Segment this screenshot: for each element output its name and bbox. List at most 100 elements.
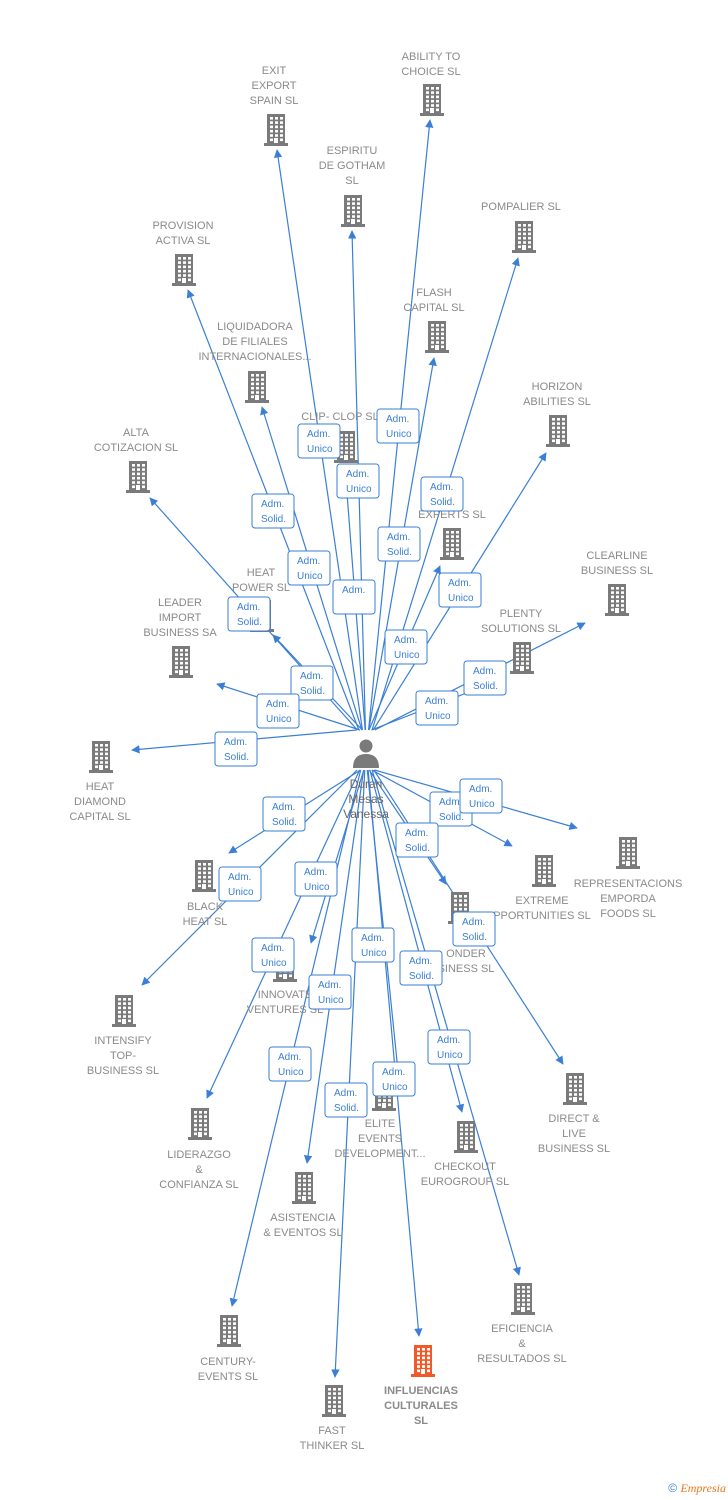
company-node-pompalier[interactable]: POMPALIER SL — [481, 201, 561, 253]
role-badge[interactable]: Adm.Solid. — [420, 476, 464, 512]
badge-text-line: Unico — [346, 484, 372, 495]
role-badge[interactable]: Adm.Unico — [287, 550, 331, 586]
badge-text-line: Adm. — [346, 469, 369, 480]
person-icon — [353, 739, 379, 768]
company-label-line: & — [195, 1164, 203, 1176]
badge-text: Adm.Solid. — [430, 482, 455, 508]
role-badge[interactable]: Adm.Unico — [427, 1029, 471, 1065]
company-node-asistencia[interactable]: ASISTENCIA& EVENTOS SL — [263, 1172, 343, 1239]
role-badge[interactable]: Adm.Unico — [256, 693, 300, 729]
badge-box — [372, 1061, 416, 1097]
badge-text-line: Solid. — [272, 817, 297, 828]
company-node-century[interactable]: CENTURY-EVENTS SL — [198, 1315, 259, 1383]
role-badge[interactable]: Adm.Unico — [351, 927, 395, 963]
role-badge[interactable]: Adm. Unico — [336, 463, 380, 499]
role-badge[interactable]: Adm.Unico — [372, 1061, 416, 1097]
building-icon — [292, 1172, 316, 1204]
role-badge[interactable]: Adm.Solid. — [262, 796, 306, 832]
company-label-line: ONDER — [446, 948, 486, 960]
building-icon — [616, 837, 640, 869]
role-badge[interactable]: Adm. — [332, 579, 376, 615]
role-badge[interactable]: Adm.Solid. — [395, 822, 439, 858]
badge-text-line: Adm. — [405, 828, 428, 839]
role-badge[interactable]: Adm.Solid. — [452, 911, 496, 947]
badge-text: Adm.Solid. — [272, 802, 297, 828]
company-label-line: CULTURALES — [384, 1400, 458, 1412]
role-badge[interactable]: Adm.Unico — [384, 629, 428, 665]
role-badge[interactable]: Adm.Solid. — [463, 660, 507, 696]
role-badge[interactable]: Adm.Unico — [268, 1046, 312, 1082]
footer-brand[interactable]: © Empresia — [668, 1481, 726, 1496]
role-badge[interactable]: Adm.Solid. — [227, 596, 271, 632]
role-badge[interactable]: Adm.Unico — [415, 690, 459, 726]
badge-box — [427, 1029, 471, 1065]
company-label-line: IMPORT — [159, 612, 202, 624]
company-label-line: COTIZACION SL — [94, 442, 178, 454]
role-badge[interactable]: Adm.Solid. — [290, 665, 334, 701]
company-label-line: PLENTY — [500, 608, 543, 620]
role-badge[interactable]: Adm.Unico — [251, 937, 295, 973]
role-badge[interactable]: Adm.Solid. — [251, 493, 295, 529]
badge-text: Adm.Solid. — [462, 917, 487, 943]
company-label-line: DE FILIALES — [222, 336, 287, 348]
company-label-line: POMPALIER SL — [481, 201, 561, 213]
badge-text: Adm.Unico — [382, 1067, 408, 1093]
building-icon — [532, 855, 556, 887]
role-badge[interactable]: Adm.Solid. — [377, 526, 421, 562]
company-node-eficiencia[interactable]: EFICIENCIA&RESULTADOS SL — [477, 1283, 567, 1365]
role-badge[interactable]: Adm.Unico — [459, 778, 503, 814]
person-name-line: Mesas — [348, 792, 383, 806]
company-node-clip-clop[interactable]: CLIP- CLOP SL — [301, 411, 379, 463]
company-label-line: BUSINESS SL — [581, 565, 653, 577]
company-label-line: EMPORDA — [600, 893, 656, 905]
role-badge[interactable]: Adm.Solid. — [399, 950, 443, 986]
badge-box — [287, 550, 331, 586]
role-badge[interactable]: Adm.Unico — [218, 866, 262, 902]
role-badge[interactable]: Adm.Unico — [297, 423, 341, 459]
company-label: CENTURY-EVENTS SL — [198, 1356, 259, 1383]
role-badge[interactable]: Adm.Solid. — [324, 1082, 368, 1118]
role-badge[interactable]: Adm.Unico — [376, 408, 420, 444]
badge-text-line: Solid. — [430, 497, 455, 508]
company-node-liderazgo[interactable]: LIDERAZGO&CONFIANZA SL — [159, 1108, 239, 1191]
role-badge[interactable]: Adm.Unico — [308, 974, 352, 1010]
company-label-line: ABILITY TO — [402, 51, 461, 63]
role-badge[interactable]: Adm.Unico — [294, 861, 338, 897]
badge-text-line: Solid. — [409, 971, 434, 982]
company-label: POMPALIER SL — [481, 201, 561, 213]
company-node-creative-experts[interactable]: VEEXPERTS SL — [418, 494, 486, 560]
role-badge[interactable]: Adm.Solid. — [214, 731, 258, 767]
role-badge[interactable]: Adm.Unico — [438, 572, 482, 608]
badge-text-line: Adm. — [425, 696, 448, 707]
company-label: CLIP- CLOP SL — [301, 411, 378, 423]
building-icon — [511, 1283, 535, 1315]
company-label-line: DIAMOND — [74, 796, 126, 808]
company-label-line: CONFIANZA SL — [159, 1179, 238, 1191]
